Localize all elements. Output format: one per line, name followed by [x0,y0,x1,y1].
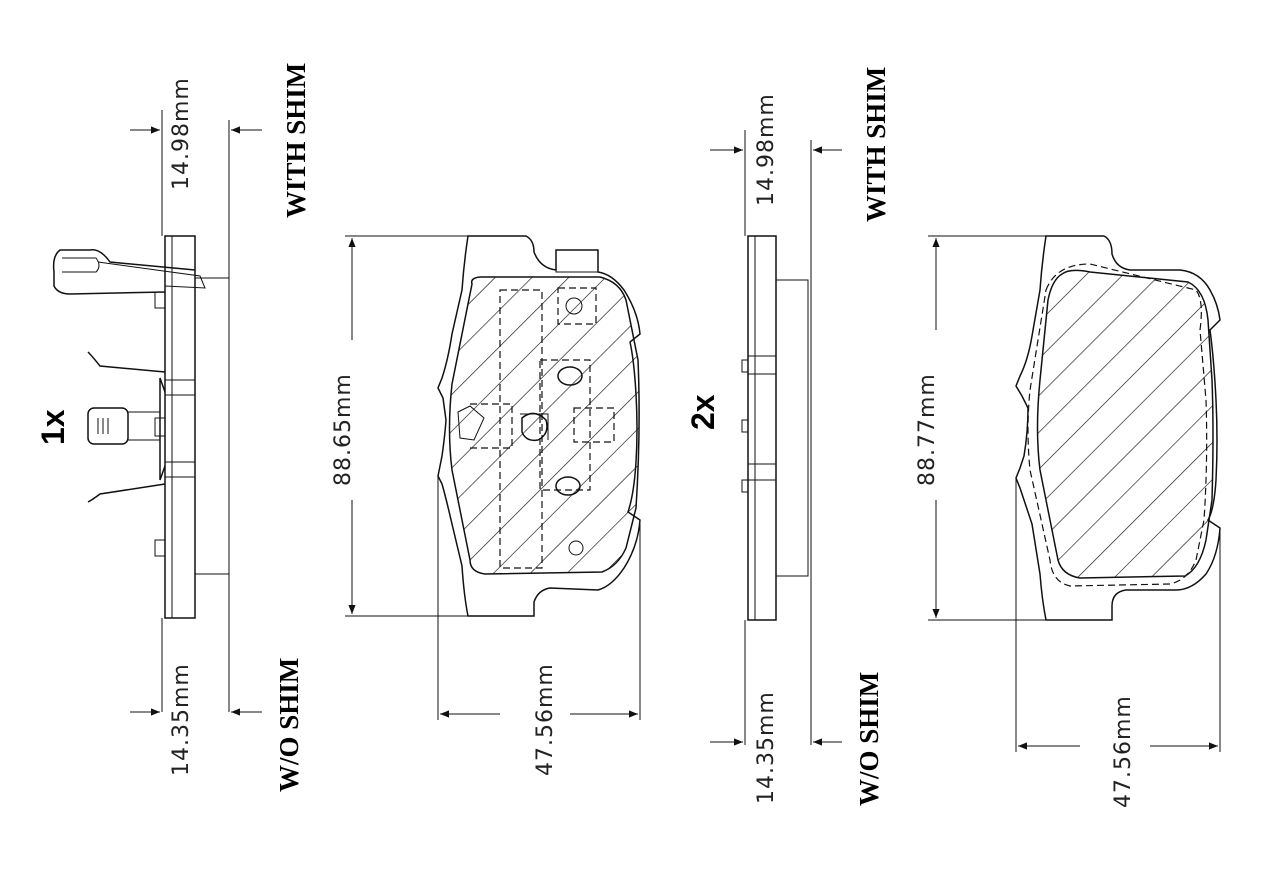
left-pad-length: 88.65mm [331,373,356,486]
right-pad-side-view [741,235,809,621]
left-without-shim-label: W/O SHIM [274,658,304,792]
left-pad-side-view [52,235,230,619]
left-pad-quantity: 1x [35,409,71,445]
right-without-shim-label: W/O SHIM [854,672,884,806]
left-length-dimension [345,235,468,617]
right-thickness-dimension [710,130,842,746]
left-with-shim-label: WITH SHIM [281,63,311,218]
left-pad-height: 47.56mm [533,663,558,776]
left-thickness-with-shim: 14.98mm [169,77,194,190]
left-pad-group: 14.98mm 14.35mm WITH SHIM W/O SHIM 1x [35,63,641,792]
right-thickness-with-shim: 14.98mm [754,93,779,206]
right-length-dimension [928,235,1046,621]
right-with-shim-label: WITH SHIM [861,67,891,222]
right-pad-group: 14.98mm 14.35mm WITH SHIM W/O SHIM 2x 88… [685,67,1221,808]
right-pad-height: 47.56mm [1111,695,1136,808]
right-pad-face-view [1015,235,1221,621]
left-thickness-dimension [130,110,262,716]
left-height-dimension [437,476,641,720]
left-pad-face-view [437,235,641,617]
right-height-dimension [1015,478,1221,752]
left-thickness-without-shim: 14.35mm [169,663,194,776]
right-pad-length: 88.77mm [915,373,940,486]
right-thickness-without-shim: 14.35mm [754,691,779,804]
right-pad-quantity: 2x [685,394,721,430]
